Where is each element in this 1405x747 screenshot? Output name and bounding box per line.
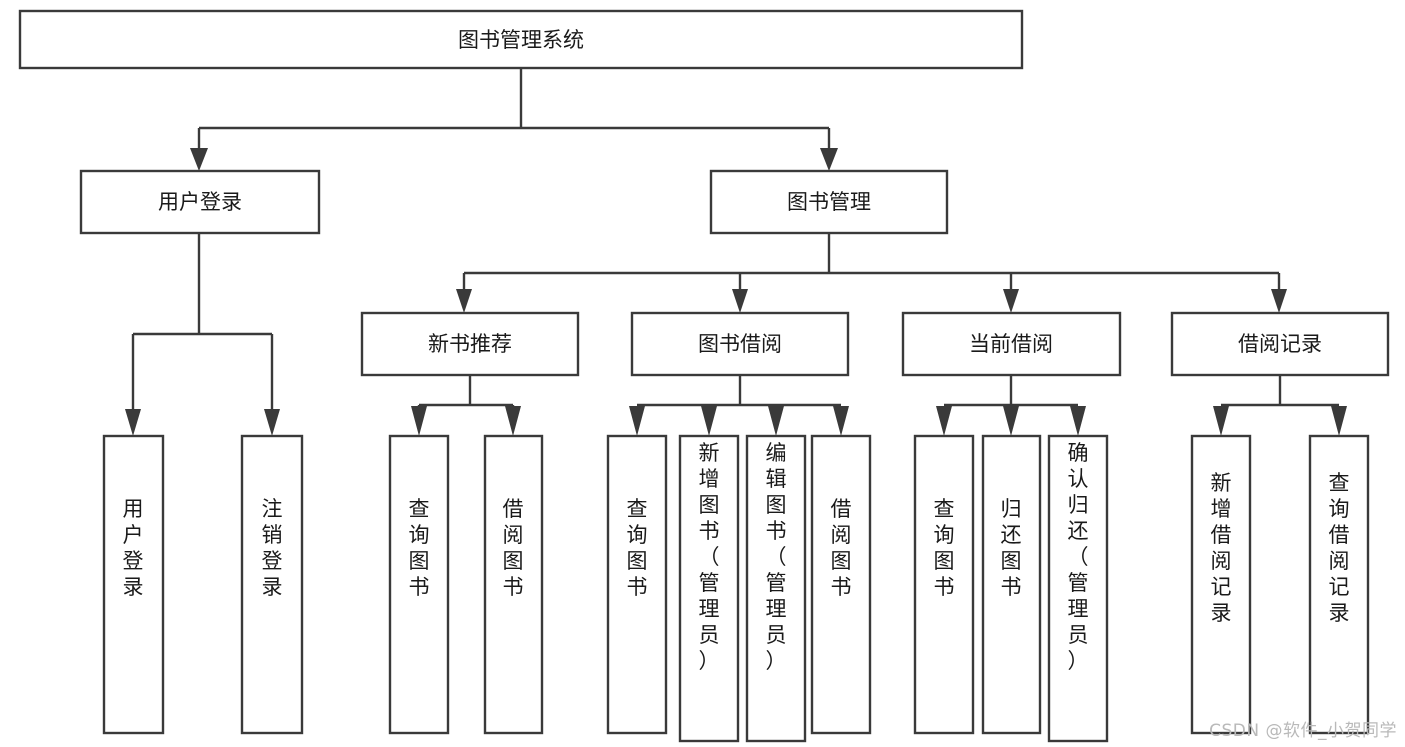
arrow-head-new-book-recommend — [456, 289, 472, 313]
node-root-label: 图书管理系统 — [458, 28, 584, 52]
node-borrow-record-box[interactable] — [1170, 311, 1390, 377]
node-leaf-query-book-3-box[interactable] — [913, 434, 975, 735]
arrow-head-leaf-query-book-3 — [936, 406, 952, 436]
node-leaf-return-book-box[interactable] — [981, 434, 1042, 735]
arrow-head-user-login — [190, 148, 208, 171]
node-leaf-user-login-label: 用户登录 — [123, 497, 144, 599]
node-root[interactable]: 图书管理系统 — [18, 9, 1024, 70]
connector-group-current-borrow — [936, 375, 1086, 436]
node-leaf-add-book[interactable]: 新增图书（管理员） — [678, 434, 740, 743]
arrow-head-leaf-borrow-book-1 — [505, 406, 521, 436]
node-leaf-query-record-box[interactable] — [1308, 434, 1370, 735]
node-leaf-edit-book-label: 编辑图书（管理员） — [766, 441, 787, 673]
node-leaf-query-book-3-label: 查询图书 — [934, 497, 955, 599]
node-book-management-label: 图书管理 — [787, 190, 871, 214]
arrow-head-leaf-borrow-book-2 — [833, 406, 849, 436]
node-leaf-user-login-box[interactable] — [102, 434, 165, 735]
node-leaf-borrow-book-1-box[interactable] — [483, 434, 544, 735]
node-current-borrow-label: 当前借阅 — [969, 332, 1053, 356]
node-leaf-add-book-box[interactable] — [678, 434, 740, 743]
connector-group-book-borrow — [629, 375, 849, 436]
arrow-head-leaf-user-login — [125, 409, 141, 436]
node-root-box[interactable] — [18, 9, 1024, 70]
node-leaf-query-book-2-box[interactable] — [606, 434, 668, 735]
node-leaf-query-book-1-label: 查询图书 — [409, 497, 430, 599]
node-leaf-add-book-label: 新增图书（管理员） — [699, 441, 720, 673]
arrow-head-leaf-query-book-2 — [629, 406, 645, 436]
arrow-head-leaf-add-book — [701, 406, 717, 436]
node-leaf-confirm-return-box[interactable] — [1047, 434, 1109, 743]
node-leaf-edit-book[interactable]: 编辑图书（管理员） — [745, 434, 807, 743]
node-borrow-record-label: 借阅记录 — [1238, 332, 1322, 356]
node-user-login-box[interactable] — [79, 169, 321, 235]
arrow-head-borrow-record — [1271, 289, 1287, 313]
node-leaf-confirm-return[interactable]: 确认归还（管理员） — [1047, 434, 1109, 743]
connector-group-user-login — [125, 233, 280, 436]
node-leaf-confirm-return-label: 确认归还（管理员） — [1068, 441, 1089, 673]
node-leaf-user-logout-box[interactable] — [240, 434, 304, 735]
connector-group-book-management — [456, 233, 1287, 313]
arrow-head-leaf-add-record — [1213, 406, 1229, 436]
node-leaf-return-book-label: 归还图书 — [1001, 497, 1022, 599]
node-leaf-user-logout-label: 注销登录 — [262, 497, 283, 599]
node-book-management-box[interactable] — [709, 169, 949, 235]
node-book-borrow-box[interactable] — [630, 311, 850, 377]
node-book-borrow[interactable]: 图书借阅 — [630, 311, 850, 377]
node-leaf-user-login[interactable]: 用户登录 — [102, 434, 165, 735]
connector-group-new-book-recommend — [411, 375, 521, 436]
node-user-login-label: 用户登录 — [158, 190, 242, 214]
node-leaf-query-record-label: 查询借阅记录 — [1329, 471, 1350, 625]
node-leaf-query-book-1-box[interactable] — [388, 434, 450, 735]
node-leaf-query-record[interactable]: 查询借阅记录 — [1308, 434, 1370, 735]
node-leaf-borrow-book-2-label: 借阅图书 — [831, 497, 852, 599]
connector-group-root — [190, 68, 838, 171]
arrow-head-leaf-query-record — [1331, 406, 1347, 436]
arrow-head-leaf-edit-book — [768, 406, 784, 436]
arrow-head-book-borrow — [732, 289, 748, 313]
node-new-book-recommend-box[interactable] — [360, 311, 580, 377]
node-book-borrow-label: 图书借阅 — [698, 332, 782, 356]
node-leaf-user-logout[interactable]: 注销登录 — [240, 434, 304, 735]
node-leaf-borrow-book-2-box[interactable] — [810, 434, 872, 735]
node-leaf-borrow-book-2[interactable]: 借阅图书 — [810, 434, 872, 735]
arrow-head-leaf-confirm-return — [1070, 406, 1086, 436]
connector-group-borrow-record — [1213, 375, 1347, 436]
node-leaf-query-book-2-label: 查询图书 — [627, 497, 648, 599]
node-leaf-add-record-label: 新增借阅记录 — [1211, 471, 1232, 625]
node-leaf-query-book-3[interactable]: 查询图书 — [913, 434, 975, 735]
node-leaf-borrow-book-1[interactable]: 借阅图书 — [483, 434, 544, 735]
node-new-book-recommend-label: 新书推荐 — [428, 332, 512, 356]
arrow-head-leaf-query-book-1 — [411, 406, 427, 436]
arrow-head-leaf-user-logout — [264, 409, 280, 436]
node-leaf-return-book[interactable]: 归还图书 — [981, 434, 1042, 735]
node-leaf-query-book-2[interactable]: 查询图书 — [606, 434, 668, 735]
node-leaf-add-record[interactable]: 新增借阅记录 — [1190, 434, 1252, 735]
node-leaf-borrow-book-1-label: 借阅图书 — [503, 497, 524, 599]
node-leaf-query-book-1[interactable]: 查询图书 — [388, 434, 450, 735]
node-current-borrow-box[interactable] — [901, 311, 1122, 377]
node-user-login[interactable]: 用户登录 — [79, 169, 321, 235]
arrow-head-book-management — [820, 148, 838, 171]
node-new-book-recommend[interactable]: 新书推荐 — [360, 311, 580, 377]
arrow-head-current-borrow — [1003, 289, 1019, 313]
arrow-head-leaf-return-book — [1003, 406, 1019, 436]
node-leaf-add-record-box[interactable] — [1190, 434, 1252, 735]
node-current-borrow[interactable]: 当前借阅 — [901, 311, 1122, 377]
node-borrow-record[interactable]: 借阅记录 — [1170, 311, 1390, 377]
node-leaf-edit-book-box[interactable] — [745, 434, 807, 743]
node-book-management[interactable]: 图书管理 — [709, 169, 949, 235]
